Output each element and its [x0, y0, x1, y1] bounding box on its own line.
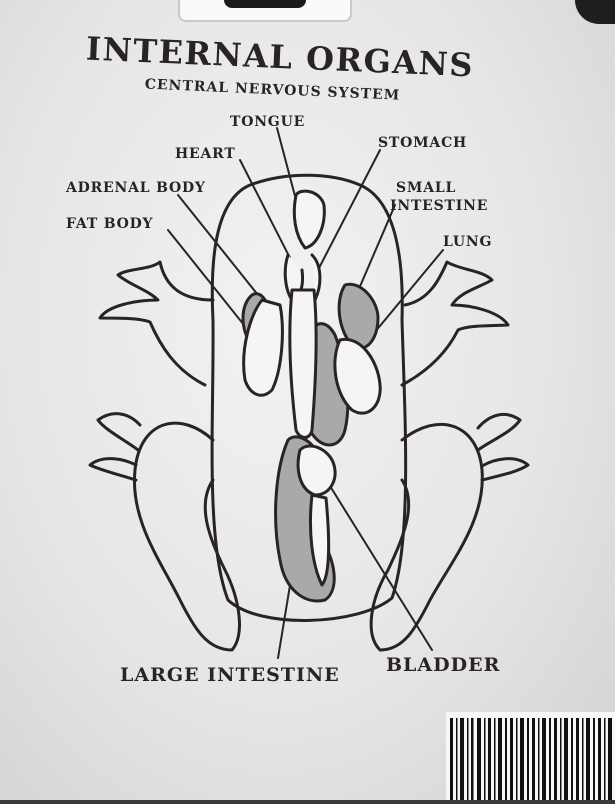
adrenal-organ: [242, 298, 284, 397]
hanger-tab: [178, 0, 352, 22]
label-tongue: TONGUE: [230, 114, 306, 130]
label-lung: LUNG: [443, 234, 493, 250]
right-foot: [476, 412, 530, 482]
label-small-intestine-line2: INTESTINE: [390, 198, 489, 214]
label-heart: HEART: [175, 146, 236, 162]
bladder-leader: [324, 477, 433, 651]
label-adrenal-body: ADRENAL BODY: [66, 180, 206, 196]
tongue-organ: [292, 189, 326, 250]
left-foot: [88, 412, 142, 482]
small-intestine-organ: [333, 337, 382, 415]
barcode: [446, 712, 615, 800]
right-hind-leg: [369, 422, 484, 652]
hanger-slot: [224, 0, 306, 8]
leader-lines: [167, 127, 444, 659]
label-large-intestine: LARGE INTESTINE: [120, 664, 340, 686]
label-small-intestine-line1: SMALL: [396, 180, 457, 196]
stomach-leader: [317, 149, 381, 271]
fatbody-leader: [167, 229, 249, 331]
esophagus: [288, 288, 318, 439]
label-stomach: STOMACH: [378, 135, 468, 151]
heart-leader: [239, 159, 291, 259]
cloaca-tube: [309, 493, 331, 587]
label-bladder: BLADDER: [386, 654, 501, 676]
adrenal-leader: [177, 194, 263, 301]
right-front-leg: [400, 260, 510, 387]
lung-organ: [337, 282, 380, 350]
label-fat-body: FAT BODY: [66, 216, 154, 232]
left-hind-leg: [132, 421, 241, 652]
left-front-leg: [98, 260, 215, 387]
barcode-bars: [450, 718, 612, 800]
bladder-organ: [296, 444, 337, 497]
frog-body: [210, 173, 408, 622]
